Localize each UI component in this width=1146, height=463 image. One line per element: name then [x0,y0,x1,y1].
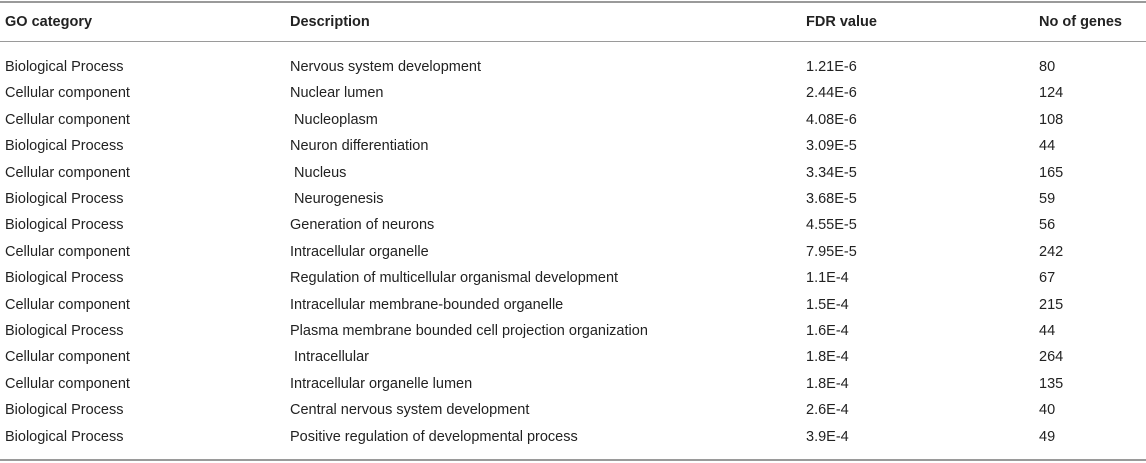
cell-fdr-value: 3.68E-5 [806,191,857,207]
cell-go-category: Biological Process [5,191,124,207]
cell-fdr-value: 7.95E-5 [806,243,857,260]
cell-no-of-genes: 40 [1039,402,1056,419]
table-row: Cellular component Nucleoplasm 4.08E-6 108 [0,107,1146,133]
cell-description: Nuclear lumen [290,85,384,102]
cell-go-category: Cellular component [5,164,130,181]
cell-description: Neuron differentiation [290,138,429,155]
cell-description: Nervous system development [290,59,481,75]
table-row: Biological Process Positive regulation of… [0,424,1146,450]
cell-fdr-value: 4.08E-6 [806,111,857,128]
cell-description: Positive regulation of developmental pro… [290,428,578,445]
cell-description: Intracellular organelle [290,243,429,260]
header-fdr-value: FDR value [806,14,877,30]
table-row: Cellular component Intracellular 1.8E-4 26… [0,344,1146,370]
table-header-rule [0,41,1146,42]
table-row: Cellular component Intracellular organell… [0,371,1146,397]
table-row: Cellular component Nucleus 3.34E-5 165 [0,160,1146,186]
cell-description: Intracellular membrane-bounded organelle [290,296,564,313]
cell-go-category: Biological Process [5,402,124,419]
cell-fdr-value: 1.8E-4 [806,375,849,392]
cell-fdr-value: 3.9E-4 [806,428,849,445]
cell-description: Nucleoplasm [290,111,378,128]
table-top-rule [0,1,1146,3]
cell-description: Neurogenesis [290,191,384,207]
cell-no-of-genes: 49 [1039,428,1056,445]
table-row: Cellular component Intracellular organell… [0,239,1146,265]
header-go-category: GO category [5,14,93,30]
cell-go-category: Cellular component [5,111,130,128]
cell-go-category: Biological Process [5,138,124,155]
cell-description: Plasma membrane bounded cell projection … [290,323,648,339]
cell-no-of-genes: 56 [1039,217,1056,234]
cell-fdr-value: 1.1E-4 [806,270,849,287]
table-bottom-rule [0,459,1146,461]
cell-fdr-value: 3.09E-5 [806,138,857,155]
cell-no-of-genes: 135 [1039,375,1064,392]
cell-go-category: Cellular component [5,85,130,102]
cell-fdr-value: 2.44E-6 [806,85,857,102]
cell-go-category: Biological Process [5,217,124,234]
cell-description: Nucleus [290,164,347,181]
header-description: Description [290,14,370,30]
cell-no-of-genes: 215 [1039,296,1064,313]
cell-no-of-genes: 165 [1039,164,1064,181]
table-row: Biological Process Generation of neurons 4… [0,212,1146,238]
header-no-of-genes: No of genes [1039,14,1122,30]
cell-description: Intracellular [290,349,369,366]
table-row: Biological Process Central nervous system… [0,397,1146,423]
cell-no-of-genes: 124 [1039,85,1064,102]
cell-no-of-genes: 67 [1039,270,1056,287]
cell-no-of-genes: 44 [1039,323,1056,339]
cell-go-category: Biological Process [5,323,124,339]
table-row: Biological Process Nervous system develop… [0,54,1146,80]
table-row: Cellular component Nuclear lumen 2.44E-6 12… [0,80,1146,106]
cell-no-of-genes: 242 [1039,243,1064,260]
cell-description: Generation of neurons [290,217,435,234]
cell-no-of-genes: 80 [1039,59,1056,75]
cell-go-category: Cellular component [5,296,130,313]
table-row: Biological Process Plasma membrane bounde… [0,318,1146,344]
cell-fdr-value: 1.8E-4 [806,349,849,366]
cell-no-of-genes: 59 [1039,191,1056,207]
cell-fdr-value: 4.55E-5 [806,217,857,234]
table-row: Biological Process Regulation of multicel… [0,265,1146,291]
cell-go-category: Cellular component [5,243,130,260]
cell-no-of-genes: 264 [1039,349,1064,366]
cell-fdr-value: 1.21E-6 [806,59,857,75]
cell-go-category: Biological Process [5,270,124,287]
cell-go-category: Biological Process [5,428,124,445]
cell-go-category: Cellular component [5,349,130,366]
table-row: Biological Process Neuron differentiation… [0,133,1146,159]
cell-description: Regulation of multicellular organismal d… [290,270,619,287]
cell-description: Central nervous system development [290,402,530,419]
cell-no-of-genes: 44 [1039,138,1056,155]
table-header-row: GO category Description FDR value No of … [0,9,1146,35]
cell-go-category: Cellular component [5,375,130,392]
cell-go-category: Biological Process [5,59,124,75]
cell-fdr-value: 1.5E-4 [806,296,849,313]
cell-fdr-value: 3.34E-5 [806,164,857,181]
table-row: Biological Process Neurogenesis 3.68E-5 59 [0,186,1146,212]
cell-fdr-value: 1.6E-4 [806,323,849,339]
cell-no-of-genes: 108 [1039,111,1064,128]
cell-fdr-value: 2.6E-4 [806,402,849,419]
table-row: Cellular component Intracellular membrane… [0,292,1146,318]
cell-description: Intracellular organelle lumen [290,375,473,392]
